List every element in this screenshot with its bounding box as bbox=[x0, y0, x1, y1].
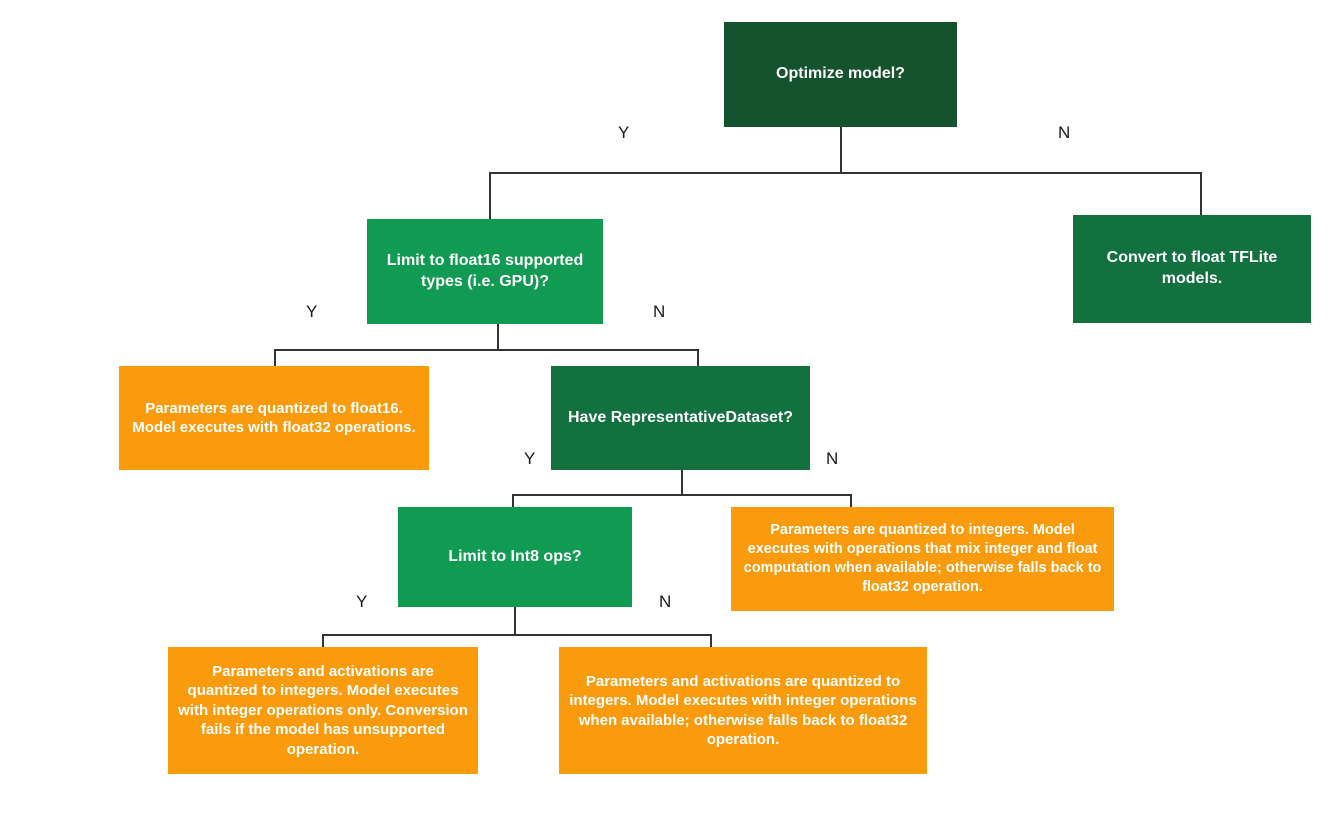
edge-label-int8-no: N bbox=[659, 592, 672, 611]
connector-int8-stem bbox=[514, 607, 516, 635]
node-dynamic-range-result-label: Parameters are quantized to integers. Mo… bbox=[743, 522, 1102, 595]
edge-label-dataset-no: N bbox=[826, 449, 839, 468]
node-full-int-only-result-label: Parameters and activations are quantized… bbox=[178, 662, 468, 758]
node-limit-float16-label: Limit to float16 supported types (i.e. G… bbox=[386, 251, 584, 290]
node-convert-float-tflite[interactable]: Convert to float TFLite models. bbox=[1073, 215, 1311, 323]
connector-dataset-to-dynamic bbox=[850, 494, 852, 507]
connector-optimize-stem bbox=[840, 127, 842, 173]
node-convert-float-tflite-label: Convert to float TFLite models. bbox=[1106, 249, 1278, 287]
node-float16-result-label: Parameters are quantized to float16. Mod… bbox=[132, 399, 416, 437]
connector-optimize-bus bbox=[489, 172, 1201, 174]
node-full-int-fallback-result[interactable]: Parameters and activations are quantized… bbox=[559, 647, 927, 774]
connector-float16-to-dataset bbox=[697, 349, 699, 366]
connector-float16-to-result bbox=[274, 349, 276, 366]
node-limit-int8-ops[interactable]: Limit to Int8 ops? bbox=[398, 507, 632, 607]
node-float16-result[interactable]: Parameters are quantized to float16. Mod… bbox=[119, 366, 429, 470]
connector-int8-bus bbox=[322, 634, 711, 636]
edge-label-optimize-no: N bbox=[1058, 123, 1071, 142]
edge-label-float16-yes: Y bbox=[306, 302, 318, 321]
node-optimize-model-label: Optimize model? bbox=[776, 65, 905, 83]
connector-int8-to-int-only bbox=[322, 634, 324, 647]
connector-int8-to-int-fallback bbox=[710, 634, 712, 647]
connector-dataset-stem bbox=[681, 470, 683, 495]
connector-dataset-bus bbox=[512, 494, 851, 496]
node-have-representative-dataset[interactable]: Have RepresentativeDataset? bbox=[551, 366, 810, 470]
node-full-int-only-result[interactable]: Parameters and activations are quantized… bbox=[168, 647, 478, 774]
edge-label-dataset-yes: Y bbox=[524, 449, 536, 468]
node-have-representative-dataset-label: Have RepresentativeDataset? bbox=[568, 408, 793, 426]
edge-label-optimize-yes: Y bbox=[618, 123, 630, 142]
connector-optimize-to-convert bbox=[1200, 172, 1202, 219]
node-limit-float16[interactable]: Limit to float16 supported types (i.e. G… bbox=[367, 219, 603, 324]
connector-dataset-to-int8 bbox=[512, 494, 514, 507]
edge-label-float16-no: N bbox=[653, 302, 666, 321]
edge-label-int8-yes: Y bbox=[356, 592, 368, 611]
node-optimize-model[interactable]: Optimize model? bbox=[724, 22, 957, 127]
connector-float16-stem bbox=[497, 324, 499, 350]
node-dynamic-range-result[interactable]: Parameters are quantized to integers. Mo… bbox=[731, 507, 1114, 611]
node-full-int-fallback-result-label: Parameters and activations are quantized… bbox=[569, 672, 917, 749]
node-limit-int8-ops-label: Limit to Int8 ops? bbox=[448, 547, 582, 565]
connector-float16-bus bbox=[274, 349, 698, 351]
connector-optimize-to-float16 bbox=[489, 172, 491, 219]
